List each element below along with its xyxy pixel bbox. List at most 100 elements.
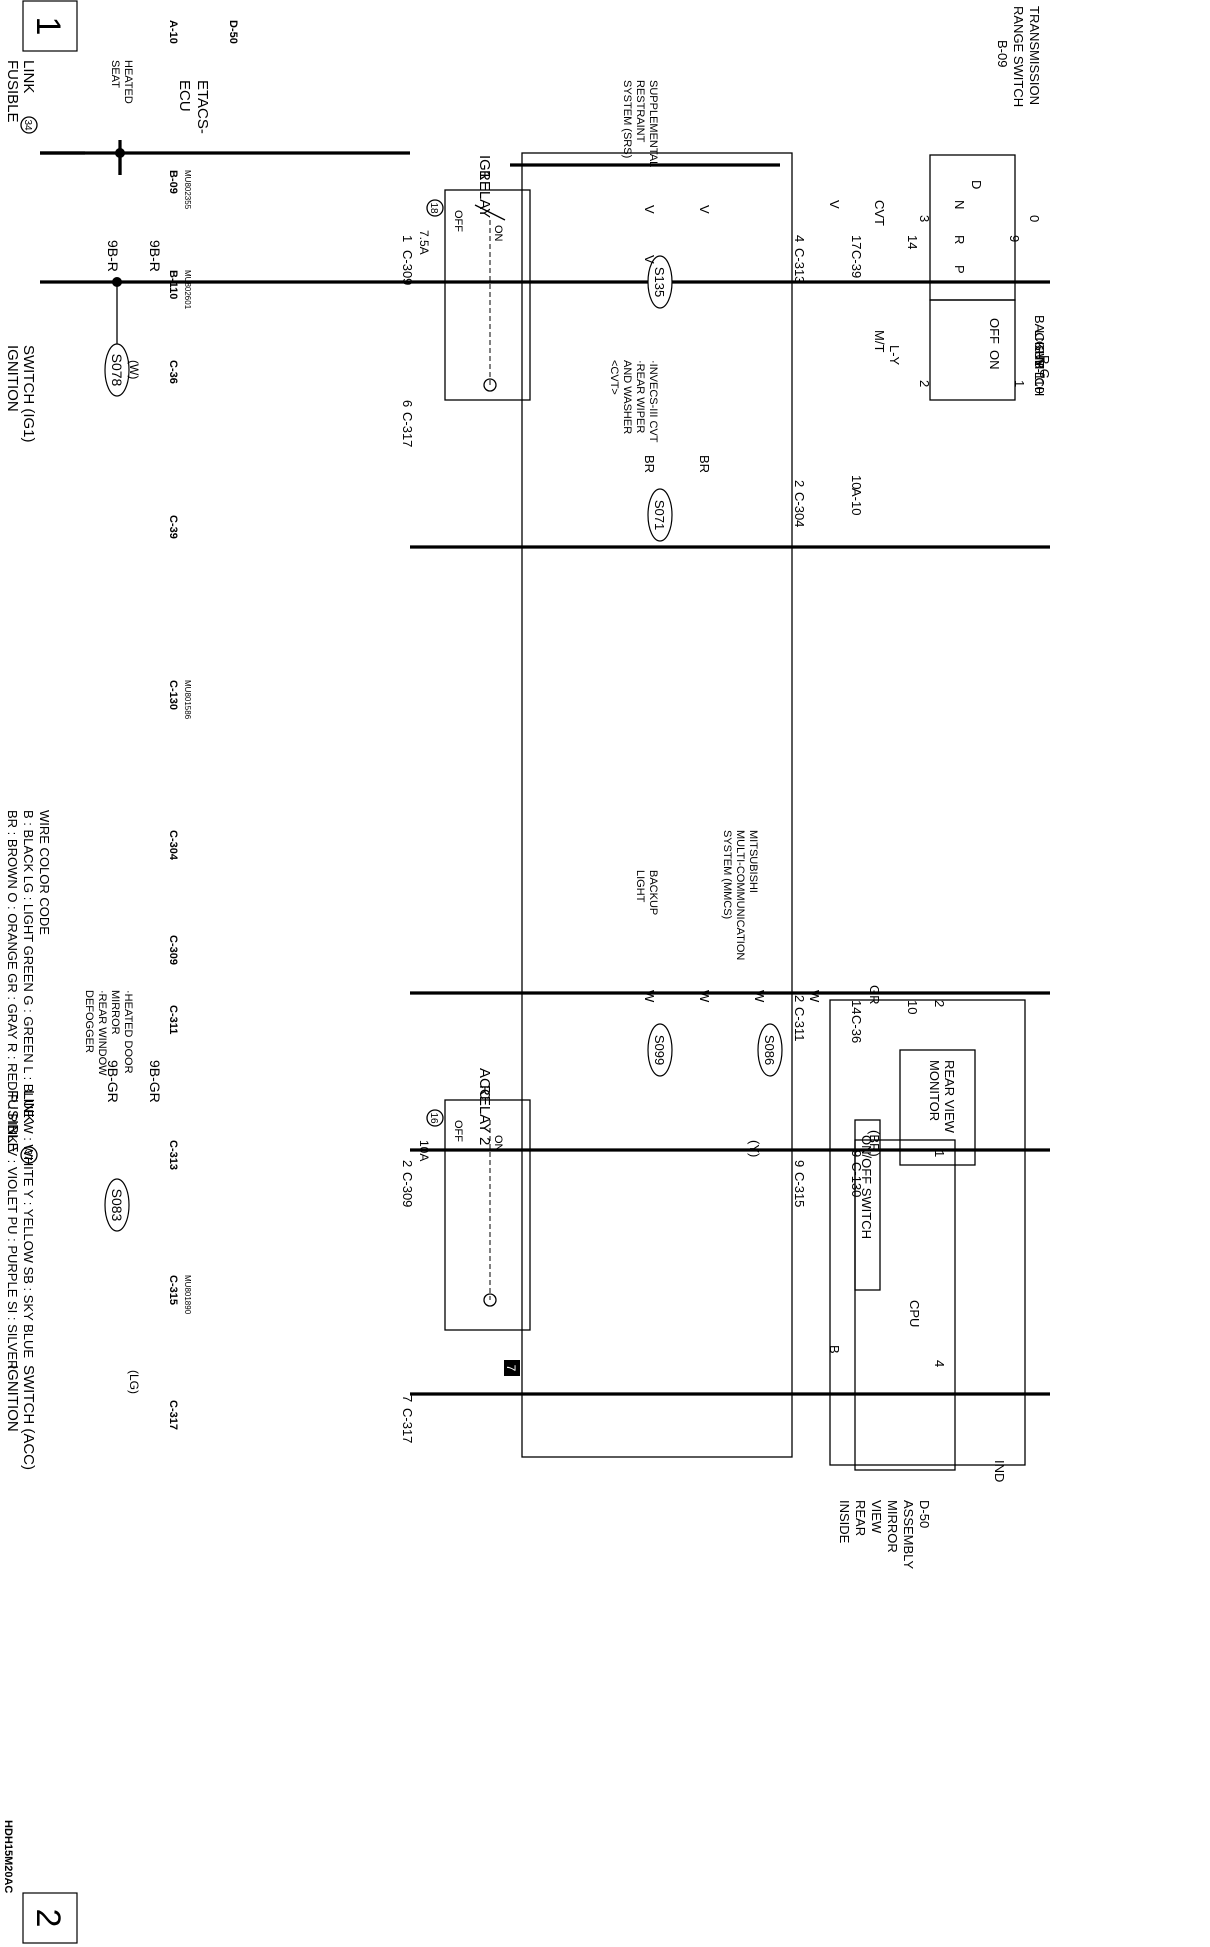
splice-s083 bbox=[104, 1178, 130, 1232]
mirror-label-5: ASSEMBLY bbox=[901, 1500, 916, 1569]
backup-pin-2: 2 bbox=[917, 380, 932, 387]
ig1-relay-label-2: RELAY bbox=[476, 170, 493, 218]
fusible-link-37-number: 37 bbox=[22, 1149, 33, 1161]
conn-c304-id: C-304 bbox=[167, 830, 179, 861]
mmcs-label-2: MULTI-COMMUNICATION bbox=[734, 830, 746, 960]
splice-s099 bbox=[647, 1023, 673, 1077]
fuse-16-label: 16 bbox=[428, 1112, 439, 1124]
wire-color-code-title: WIRE COLOR CODE bbox=[37, 810, 52, 935]
backup-light-switch-box bbox=[929, 299, 1016, 401]
pin-14b: 14 bbox=[905, 235, 920, 249]
ignition-ig1-label-2: SWITCH (IG1) bbox=[20, 345, 37, 443]
mirror-label: INSIDE bbox=[837, 1500, 852, 1544]
backup-switch-label-2: LIGHT bbox=[1032, 330, 1047, 368]
mirror-label-3: VIEW bbox=[869, 1500, 884, 1534]
connector-c39: C-39 bbox=[849, 250, 864, 278]
wire-label-y: (Y) bbox=[747, 1140, 762, 1157]
invecs-label-3: AND WASHER bbox=[621, 360, 633, 434]
connector-c313: C-313 bbox=[792, 248, 807, 283]
page-number-left: 1 bbox=[22, 0, 78, 52]
srs-label-3: SYSTEM (SRS) bbox=[621, 80, 633, 158]
fuse-16-circle bbox=[426, 1109, 444, 1127]
heated-seat-label: HEATED bbox=[122, 60, 134, 104]
monitor-label-2: MONITOR bbox=[927, 1060, 942, 1121]
cpu-label: CPU bbox=[907, 1300, 922, 1327]
svg-text:S135: S135 bbox=[652, 267, 667, 297]
pin-17: 17 bbox=[849, 235, 864, 249]
pin-7: 7 bbox=[400, 1395, 415, 1402]
monitor-label: REAR VIEW bbox=[942, 1060, 957, 1134]
backup-light-label: BACKUP bbox=[647, 870, 659, 915]
conn-a10-id: A-10 bbox=[167, 20, 179, 44]
conn-b09-id: B-09 bbox=[167, 170, 179, 194]
ignition-acc-label-2: SWITCH (ACC) bbox=[20, 1365, 37, 1470]
ind-label: IND bbox=[992, 1460, 1007, 1482]
pin-14a: 14 bbox=[849, 1000, 864, 1014]
wire-label-v2: V bbox=[642, 255, 657, 264]
wire-label-br1: BR bbox=[642, 455, 657, 473]
tr-switch-label-2: RANGE SWITCH bbox=[1011, 6, 1026, 107]
acc-relay-coil bbox=[483, 1293, 497, 1307]
ig1-relay-off: OFF bbox=[452, 210, 464, 232]
conn-c311-id: C-311 bbox=[167, 1005, 179, 1034]
etacs-ecu-box bbox=[521, 152, 793, 1458]
fuse-18-rating: 7.5A bbox=[417, 230, 431, 255]
wire-label-9br-2: 9B-R bbox=[147, 240, 163, 272]
wire-label-rg: R-G bbox=[1037, 355, 1052, 379]
mirror-assembly-box bbox=[829, 999, 1026, 1466]
etacs-ecu-label: ETACS- bbox=[194, 80, 211, 134]
connector-c311: C-311 bbox=[792, 1007, 807, 1041]
conn-c130-part: MU801586 bbox=[183, 680, 192, 720]
mirror-label-2: REAR bbox=[853, 1500, 868, 1536]
pin-2b: 2 bbox=[792, 480, 807, 487]
ignition-acc-label: IGNITION bbox=[4, 1365, 21, 1432]
splice-s071 bbox=[647, 488, 673, 542]
mirror-pin-4: 4 bbox=[932, 1360, 947, 1367]
conn-c309-id: C-309 bbox=[167, 935, 179, 965]
etacs-ecu-label-2: ECU bbox=[176, 80, 193, 112]
pin-6: 6 bbox=[400, 400, 415, 407]
wire-color-code-row2: BR : BROWN O : ORANGE GR : GRAY R : RED … bbox=[5, 810, 20, 1369]
page-number-right: 2 bbox=[22, 1892, 78, 1944]
fuse-18-label: 18 bbox=[428, 202, 439, 214]
backup-switch-label: BACKUP bbox=[1032, 315, 1047, 368]
tr-switch-label: TRANSMISSION bbox=[1027, 6, 1042, 105]
svg-text:S086: S086 bbox=[762, 1035, 777, 1065]
mirror-pin-1: 1 bbox=[932, 1150, 947, 1157]
pin-9b: 9 bbox=[849, 1150, 864, 1157]
heated-door-label-3: ·REAR WINDOW bbox=[96, 990, 108, 1076]
wire-label-w2: W bbox=[697, 990, 712, 1003]
tr-pin-3: 3 bbox=[917, 215, 932, 222]
invecs-label-2: ·REAR WIPER bbox=[634, 360, 646, 433]
ig1-relay-label: IG1 bbox=[476, 155, 493, 179]
splice-s086 bbox=[757, 1023, 783, 1077]
fuse-16-rating: 10A bbox=[417, 1140, 431, 1161]
tr-switch-id: B-09 bbox=[995, 40, 1010, 67]
acc-relay-on: ON bbox=[492, 1135, 504, 1152]
svg-text:1: 1 bbox=[29, 17, 67, 36]
fusible-link-34-label-2: LINK bbox=[20, 60, 37, 93]
on-off-switch-box bbox=[854, 1119, 881, 1291]
pin-2c: 2 bbox=[792, 995, 807, 1002]
wire-label-brp: (BR) bbox=[867, 1130, 882, 1157]
pin-10a: 10 bbox=[849, 475, 864, 489]
wire-label-ly: L-Y bbox=[887, 345, 902, 366]
ig1-relay-on: ON bbox=[492, 225, 504, 242]
wire-label-w4: W bbox=[807, 990, 822, 1003]
fusible-link-37-number-circle bbox=[20, 1146, 38, 1164]
srs-label-2: RESTRAINT bbox=[634, 80, 646, 143]
tr-switch-p: P bbox=[952, 265, 967, 274]
backup-switch-label-3: SWITCH bbox=[1032, 345, 1047, 396]
wire-label-9br: 9B-R bbox=[105, 240, 121, 272]
ignition-ig1-label: IGNITION bbox=[4, 345, 21, 412]
wire-color-code-row1: B : BLACK LG : LIGHT GREEN G : GREEN L :… bbox=[21, 810, 36, 1358]
mmcs-label: MITSUBISHI bbox=[747, 830, 759, 893]
heated-seat-label-2: SEAT bbox=[109, 60, 121, 88]
mirror-pin-2: 2 bbox=[932, 1000, 947, 1007]
heated-door-label: ·HEATED DOOR bbox=[122, 990, 134, 1074]
pin-9a: 9 bbox=[792, 1160, 807, 1167]
backup-switch-id: B-110 bbox=[1032, 360, 1047, 394]
svg-text:S078: S078 bbox=[109, 354, 125, 387]
pin-4: 4 bbox=[792, 235, 807, 242]
